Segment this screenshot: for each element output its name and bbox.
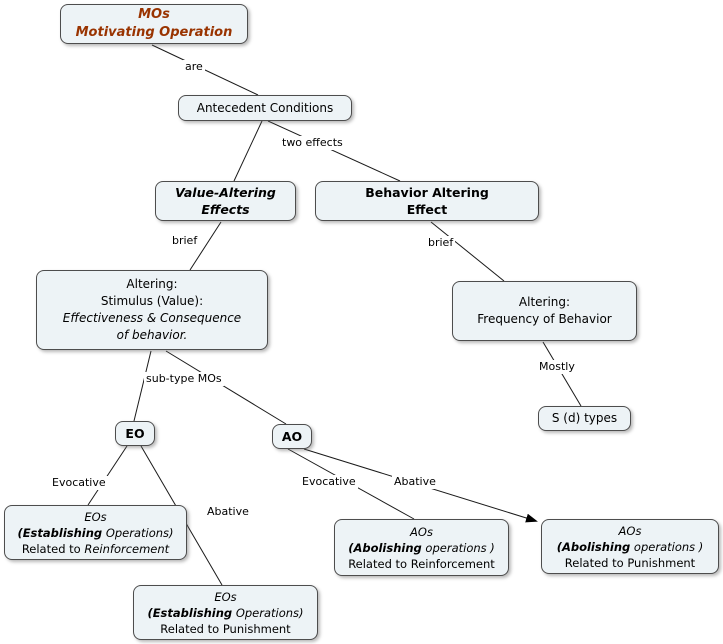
edge-stimulus-eo (133, 350, 152, 422)
node-sd-types-label: S (d) types (551, 411, 618, 425)
node-aos-punishment-subtitle-bold: (Abolishing (556, 539, 631, 554)
node-eos-punishment-subtitle-bold: (Establishing (147, 605, 233, 620)
edge-antecedent-behavior-altering (267, 120, 401, 182)
node-antecedent-label: Antecedent Conditions (196, 100, 334, 115)
node-motivating-operation[interactable]: MOs Motivating Operation (60, 4, 248, 44)
node-aos-punishment-title: AOs (618, 523, 642, 538)
node-behavior-altering-effect[interactable]: Behavior Altering Effect (315, 181, 539, 221)
edge-label-abative-left[interactable]: Abative (205, 505, 251, 519)
node-aos-reinforcement-subtitle-rest: operations ) (421, 540, 495, 555)
node-behavior-altering-line2: Effect (406, 202, 448, 217)
node-eos-reinforcement-subtitle-bold: (Establishing (17, 525, 103, 540)
edge-label-subtype-mos[interactable]: sub-type MOs (144, 372, 224, 386)
edge-label-mostly[interactable]: Mostly (537, 360, 577, 374)
node-altering-stimulus-value[interactable]: Altering: Stimulus (Value): Effectivenes… (36, 270, 268, 350)
node-aos-reinforcement-title: AOs (410, 524, 433, 539)
node-value-altering-line1: Value-Altering (175, 185, 276, 200)
node-aos-reinforcement-subtitle: (Abolishing operations ) (348, 540, 495, 556)
edge-stimulus-ao (165, 350, 287, 425)
node-aos-reinforcement-subtitle-bold: (Abolishing (348, 540, 422, 555)
node-aos-punishment[interactable]: AOs (Abolishing operations ) Related to … (541, 519, 719, 574)
node-altering-frequency-line1: Altering: (518, 295, 571, 309)
node-altering-stimulus-line4: of behavior. (116, 328, 188, 342)
node-eos-reinforcement-title: EOs (84, 509, 107, 524)
node-altering-frequency[interactable]: Altering: Frequency of Behavior (452, 281, 637, 341)
node-eos-reinforcement-relation-pre: Related to (21, 541, 85, 556)
node-value-altering-line2: Effects (201, 202, 250, 217)
node-mo-name: Motivating Operation (75, 25, 233, 40)
edge-label-evocative-left[interactable]: Evocative (50, 476, 108, 490)
node-aos-punishment-subtitle: (Abolishing operations ) (557, 539, 704, 555)
edge-label-two-effects[interactable]: two effects (280, 136, 345, 150)
node-eo[interactable]: EO (115, 421, 155, 446)
edge-frequency-sd-types (542, 341, 582, 407)
node-eos-punishment-subtitle: (Establishing Operations) (147, 605, 303, 621)
edge-behavior-altering-frequency (430, 221, 505, 282)
node-altering-stimulus-line3: Effectiveness & Consequence (62, 311, 242, 325)
node-sd-types[interactable]: S (d) types (538, 406, 631, 431)
edge-label-are[interactable]: are (183, 60, 205, 74)
node-aos-reinforcement-relation: Related to Reinforcement (348, 556, 495, 571)
edge-label-abative-right[interactable]: Abative (392, 475, 438, 489)
node-eos-reinforcement-subtitle: (Establishing Operations) (17, 525, 173, 541)
node-eos-punishment[interactable]: EOs (Establishing Operations) Related to… (133, 585, 318, 640)
edge-label-brief-right[interactable]: brief (426, 236, 456, 250)
node-eos-reinforcement-relation-em: Reinforcement (84, 541, 170, 556)
edge-antecedent-value-altering (233, 120, 263, 182)
node-eos-reinforcement[interactable]: EOs (Establishing Operations) Related to… (4, 505, 187, 560)
node-antecedent-conditions[interactable]: Antecedent Conditions (178, 95, 352, 121)
node-eos-reinforcement-relation: Related to Reinforcement (22, 541, 169, 557)
node-ao-label: AO (281, 429, 303, 444)
node-altering-frequency-line2: Frequency of Behavior (477, 312, 612, 326)
node-altering-stimulus-line2: Stimulus (Value): (100, 294, 204, 308)
node-eos-punishment-title: EOs (214, 589, 237, 604)
edge-label-evocative-right[interactable]: Evocative (300, 475, 358, 489)
edge-label-brief-left[interactable]: brief (170, 234, 200, 248)
node-mo-acronym: MOs (138, 7, 170, 22)
node-aos-reinforcement[interactable]: AOs (Abolishing operations ) Related to … (334, 519, 509, 576)
node-eo-label: EO (125, 426, 145, 441)
node-altering-stimulus-line1: Altering: (126, 277, 178, 291)
node-aos-punishment-subtitle-rest: operations ) (630, 539, 704, 554)
node-value-altering-effects[interactable]: Value-Altering Effects (155, 181, 296, 221)
node-eos-reinforcement-subtitle-rest: Operations) (102, 525, 174, 540)
node-eos-punishment-subtitle-rest: Operations) (232, 605, 304, 620)
node-aos-punishment-relation: Related to Punishment (564, 555, 696, 570)
node-eos-punishment-relation: Related to Punishment (160, 621, 291, 636)
edge-mo-antecedent (151, 44, 259, 96)
node-ao[interactable]: AO (272, 424, 312, 449)
node-behavior-altering-line1: Behavior Altering (365, 185, 489, 200)
